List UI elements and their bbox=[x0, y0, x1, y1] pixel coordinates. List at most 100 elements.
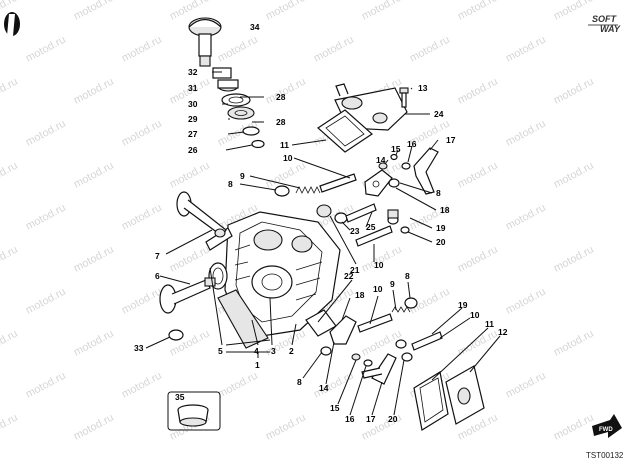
watermark-text: motod.ru bbox=[72, 0, 116, 23]
stack-part-31 bbox=[217, 79, 239, 92]
watermark-text: motod.ru bbox=[360, 0, 404, 23]
watermark-text: motod.ru bbox=[72, 328, 116, 359]
leader-lines bbox=[145, 71, 501, 416]
watermark-text: motod.ru bbox=[264, 76, 308, 107]
callout-13: 13 bbox=[418, 83, 428, 93]
watermark-text: motod.ru bbox=[24, 202, 68, 233]
softway-logo: SOFT WAY bbox=[588, 14, 621, 34]
logo-line2: WAY bbox=[600, 24, 621, 34]
watermark-text: motod.ru bbox=[72, 76, 116, 107]
watermark-text: motod.ru bbox=[552, 0, 596, 23]
watermark-text: motod.ru bbox=[456, 76, 500, 107]
shaft-19-lower bbox=[411, 331, 443, 351]
watermark-text: motod.ru bbox=[408, 34, 452, 65]
watermark-text: motod.ru bbox=[456, 244, 500, 275]
callout-20b: 20 bbox=[388, 414, 398, 424]
callout-12: 12 bbox=[498, 327, 508, 337]
watermark-text: motod.ru bbox=[168, 160, 212, 191]
watermark-text: motod.ru bbox=[552, 76, 596, 107]
logo-line1: SOFT bbox=[592, 14, 618, 24]
callout-27: 27 bbox=[188, 129, 198, 139]
watermark-text: motod.ru bbox=[264, 160, 308, 191]
rocker-arm-17-lower bbox=[361, 353, 397, 385]
part-35-box bbox=[167, 391, 221, 431]
fwd-label: FWD bbox=[599, 427, 613, 433]
callout-25: 25 bbox=[366, 222, 376, 232]
callout-14b: 14 bbox=[319, 383, 329, 393]
callout-34: 34 bbox=[250, 22, 260, 32]
watermark-text: motod.ru bbox=[456, 0, 500, 23]
callout-16b: 16 bbox=[345, 414, 355, 424]
watermark-text: motod.ru bbox=[552, 160, 596, 191]
watermark-text: motod.ru bbox=[0, 244, 20, 275]
watermark-text: motod.ru bbox=[216, 34, 260, 65]
callout-23: 23 bbox=[350, 226, 360, 236]
callout-3: 3 bbox=[271, 346, 276, 356]
watermark-text: motod.ru bbox=[168, 244, 212, 275]
watermark-text: motod.ru bbox=[312, 34, 356, 65]
callout-1: 1 bbox=[255, 360, 260, 370]
stack-part-26 bbox=[251, 139, 265, 149]
callout-18a: 18 bbox=[440, 205, 450, 215]
plug-33 bbox=[168, 329, 184, 341]
callout-35: 35 bbox=[175, 392, 185, 402]
shaft-10-mid bbox=[355, 225, 393, 247]
watermark-text: motod.ru bbox=[120, 34, 164, 65]
cover-gasket-11 bbox=[317, 109, 373, 153]
callout-17a: 17 bbox=[446, 135, 456, 145]
rocker-arm-18-lower bbox=[329, 315, 357, 345]
diagram-code: TST00132 bbox=[586, 451, 624, 460]
callout-18b: 18 bbox=[355, 290, 365, 300]
seal-23 bbox=[334, 212, 348, 224]
watermark-text: motod.ru bbox=[552, 412, 596, 443]
callout-8d: 8 bbox=[297, 377, 302, 387]
seal-21 bbox=[316, 204, 332, 218]
rocker-arm-18-upper bbox=[364, 169, 393, 197]
watermark-text: motod.ru bbox=[0, 412, 20, 443]
callout-4: 4 bbox=[254, 346, 259, 356]
callout-10a: 10 bbox=[283, 153, 293, 163]
callout-8a: 8 bbox=[228, 179, 233, 189]
callout-8c: 8 bbox=[405, 271, 410, 281]
fwd-arrow-icon: FWD bbox=[592, 414, 622, 438]
callout-14a: 14 bbox=[376, 155, 386, 165]
callout-10d: 10 bbox=[470, 310, 480, 320]
watermark-text: motod.ru bbox=[24, 118, 68, 149]
cylinder-head bbox=[224, 211, 341, 337]
watermark-text: motod.ru bbox=[504, 202, 548, 233]
small-parts-14-15-16-upper bbox=[378, 153, 411, 188]
watermark-text: motod.ru bbox=[216, 370, 260, 401]
callout-16a: 16 bbox=[407, 139, 417, 149]
stack-part-27 bbox=[242, 126, 260, 136]
callout-15b: 15 bbox=[330, 403, 340, 413]
watermark-text: motod.ru bbox=[72, 160, 116, 191]
watermark-text: motod.ru bbox=[456, 160, 500, 191]
watermark-text: motod.ru bbox=[504, 286, 548, 317]
callout-19a: 19 bbox=[436, 223, 446, 233]
callout-21: 21 bbox=[350, 265, 360, 275]
stack-part-32 bbox=[212, 67, 232, 79]
callout-19b: 19 bbox=[458, 300, 468, 310]
callout-8b: 8 bbox=[436, 188, 441, 198]
corner-logo-icon bbox=[4, 12, 20, 36]
callout-20a: 20 bbox=[436, 237, 446, 247]
watermark-text: motod.ru bbox=[264, 0, 308, 23]
watermark-text: motod.ru bbox=[0, 328, 20, 359]
watermark-text: motod.ru bbox=[264, 412, 308, 443]
watermark-text: motod.ru bbox=[24, 34, 68, 65]
callout-22: 22 bbox=[344, 271, 354, 281]
callout-33: 33 bbox=[134, 343, 144, 353]
watermark-text: motod.ru bbox=[120, 286, 164, 317]
watermark-text: motod.ru bbox=[72, 244, 116, 275]
callout-11b: 11 bbox=[485, 319, 494, 329]
bush-8-upper bbox=[274, 185, 290, 197]
watermark-text: motod.ru bbox=[504, 34, 548, 65]
shaft-25 bbox=[345, 203, 377, 223]
watermark-text: motod.ru bbox=[24, 370, 68, 401]
bush-8-lower bbox=[404, 297, 418, 309]
parts-19-20-mid bbox=[387, 209, 410, 234]
gasket-11-lower bbox=[413, 371, 449, 431]
callout-10c: 10 bbox=[373, 284, 383, 294]
callout-9b: 9 bbox=[390, 279, 395, 289]
